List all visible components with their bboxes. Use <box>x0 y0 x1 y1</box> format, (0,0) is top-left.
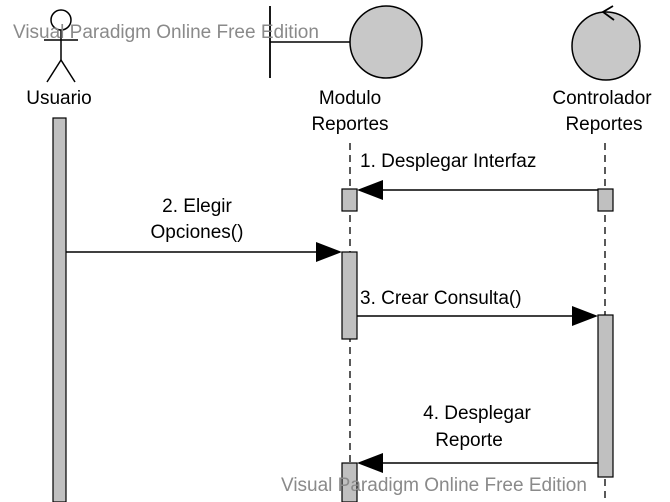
arrowhead-left-icon <box>357 180 383 200</box>
modulo-activation-1 <box>341 188 358 212</box>
watermark-top: Visual Paradigm Online Free Edition <box>13 22 319 43</box>
message-1-arrow <box>357 180 598 200</box>
message-4-label-line2: Reporte <box>435 430 503 451</box>
message-1-label: 1. Desplegar Interfaz <box>360 151 536 172</box>
watermark-bottom: Visual Paradigm Online Free Edition <box>281 475 587 496</box>
message-2-label-line1: 2. Elegir <box>162 196 232 217</box>
message-2-arrow <box>66 242 342 262</box>
actor-usuario-label: Usuario <box>26 88 91 109</box>
controlador-activation-1 <box>597 188 614 212</box>
message-4-arrow <box>357 453 598 473</box>
controlador-activation-2 <box>597 314 614 478</box>
usuario-activation-bar <box>52 117 67 502</box>
actor-usuario <box>44 9 78 83</box>
message-2-label-line2: Opciones() <box>151 222 244 243</box>
control-arrow-icon <box>601 5 615 21</box>
arrowhead-right-icon <box>316 242 342 262</box>
message-3-label: 3. Crear Consulta() <box>360 288 522 309</box>
controlador-label-line2: Reportes <box>565 114 642 135</box>
modulo-activation-2 <box>341 251 358 340</box>
message-4-label-line1: 4. Desplegar <box>423 403 531 424</box>
modulo-label-line1: Modulo <box>319 88 381 109</box>
arrowhead-right-icon <box>572 306 598 326</box>
control-controlador-reportes <box>571 5 641 81</box>
message-3-arrow <box>357 306 598 326</box>
controlador-label-line1: Controlador <box>552 88 652 109</box>
modulo-activation-3 <box>341 462 358 502</box>
arrowhead-left-icon <box>357 453 383 473</box>
modulo-label-line2: Reportes <box>311 114 388 135</box>
boundary-modulo-reportes <box>269 5 423 79</box>
